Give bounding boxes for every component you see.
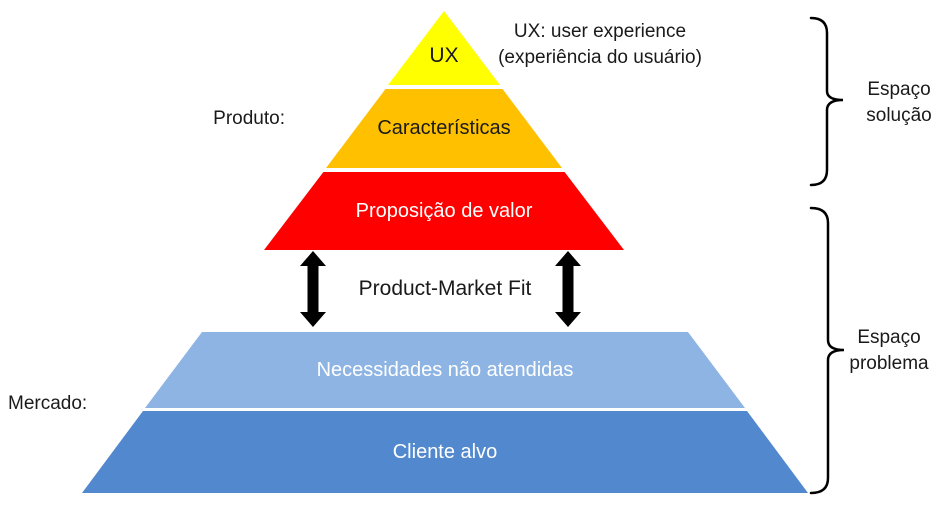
ux-note-line2: (experiência do usuário) <box>498 47 702 68</box>
pyramid-layer-ux-label: UX <box>429 44 459 67</box>
market-section-label: Mercado: <box>8 393 88 414</box>
market-layer-unmet-needs: Necessidades não atendidas <box>145 332 745 408</box>
market-layer-target-customer-label: Cliente alvo <box>392 440 498 463</box>
solution-space-label: Espaço solução <box>849 77 948 129</box>
ux-note-line1: UX: user experience <box>513 21 687 42</box>
problem-space-label-line1: Espaço <box>857 327 921 348</box>
solution-space-label-line1: Espaço <box>867 79 931 100</box>
ux-note: UX: user experience (experiência do usuá… <box>470 19 730 71</box>
problem-space-label: Espaço problema <box>834 325 944 377</box>
pmf-label: Product-Market Fit <box>358 277 532 300</box>
pyramid-layer-features-label: Características <box>377 117 511 139</box>
pyramid-layer-value-proposition: Proposição de valor <box>264 172 624 250</box>
problem-space-label-line2: problema <box>849 353 929 374</box>
solution-space-brace-icon <box>809 16 844 187</box>
pyramid-layer-features: Características <box>326 89 562 168</box>
product-section-label: Produto: <box>213 108 285 129</box>
pyramid-layer-value-proposition-label: Proposição de valor <box>355 199 533 222</box>
market-layer-target-customer: Cliente alvo <box>82 411 808 493</box>
double-arrow-left-icon <box>300 251 326 327</box>
solution-space-label-line2: solução <box>866 105 932 126</box>
double-arrow-right-icon <box>555 251 581 327</box>
market-layer-unmet-needs-label: Necessidades não atendidas <box>316 358 574 381</box>
